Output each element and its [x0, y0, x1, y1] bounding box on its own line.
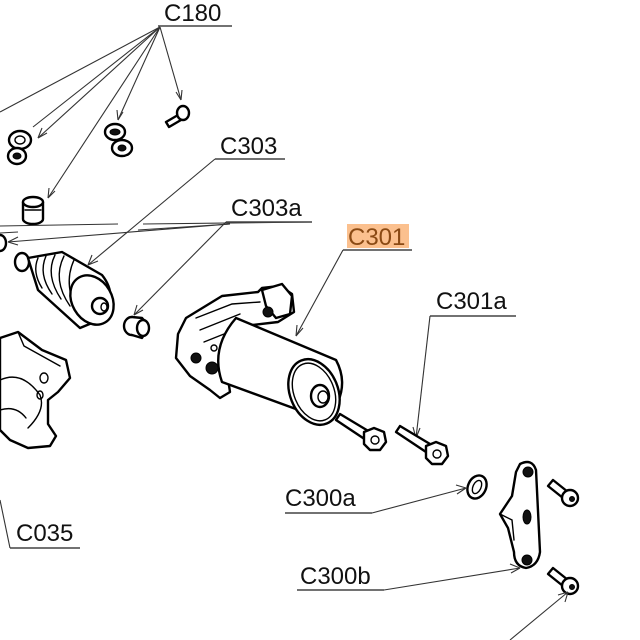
- cap-screw-part-2[interactable]: [546, 566, 580, 596]
- callout-c180[interactable]: C180: [0, 0, 232, 199]
- housing-part[interactable]: [0, 330, 72, 450]
- callout-c303a[interactable]: C303a: [133, 195, 312, 316]
- leader-line-c303: [87, 158, 216, 266]
- mounting-bracket-part[interactable]: [498, 460, 542, 570]
- leader-lines-row: [0, 221, 313, 246]
- washer-part[interactable]: [464, 472, 490, 501]
- leader-line-c300a: [371, 487, 467, 514]
- label-c300b[interactable]: C300b: [300, 563, 371, 590]
- sleeve-part[interactable]: [21, 195, 45, 226]
- edge-washer-part[interactable]: [0, 233, 8, 253]
- label-highlight: [347, 224, 409, 248]
- leader-line-lower-right: [509, 591, 569, 640]
- rubber-boot-part[interactable]: [13, 250, 122, 333]
- cap-screw-part-1[interactable]: [546, 478, 580, 508]
- electric-motor-part[interactable]: [174, 282, 349, 433]
- leader-line-c300b: [383, 567, 521, 591]
- callout-c301a[interactable]: C301a: [412, 288, 516, 439]
- leader-line-c035: [0, 499, 11, 549]
- leader-line-c301a: [415, 315, 431, 439]
- flange-bolt-part-2[interactable]: [394, 424, 450, 466]
- label-c303[interactable]: C303: [220, 133, 277, 160]
- callout-c300a[interactable]: C300a: [285, 484, 467, 514]
- label-c303a[interactable]: C303a: [231, 195, 302, 222]
- leader-line-c301: [295, 249, 344, 337]
- small-bolt-part[interactable]: [164, 104, 191, 129]
- callout-c301[interactable]: C301: [295, 224, 412, 337]
- callout-c300b[interactable]: C300b: [297, 563, 521, 591]
- leader-lines-c180: [0, 26, 183, 199]
- bushing-part[interactable]: [122, 315, 151, 340]
- callout-c303[interactable]: C303: [87, 133, 285, 266]
- label-c301[interactable]: C301: [348, 224, 405, 251]
- label-c035[interactable]: C035: [16, 520, 73, 547]
- leader-line-c303a: [133, 221, 227, 316]
- hose-clamp-part[interactable]: [6, 129, 33, 166]
- label-c300a[interactable]: C300a: [285, 485, 356, 512]
- flange-bolt-part-1[interactable]: [334, 412, 388, 452]
- callout-c035[interactable]: C035: [0, 499, 80, 549]
- clip-part[interactable]: [103, 122, 134, 158]
- label-c180[interactable]: C180: [164, 0, 221, 27]
- label-c301a[interactable]: C301a: [436, 288, 507, 315]
